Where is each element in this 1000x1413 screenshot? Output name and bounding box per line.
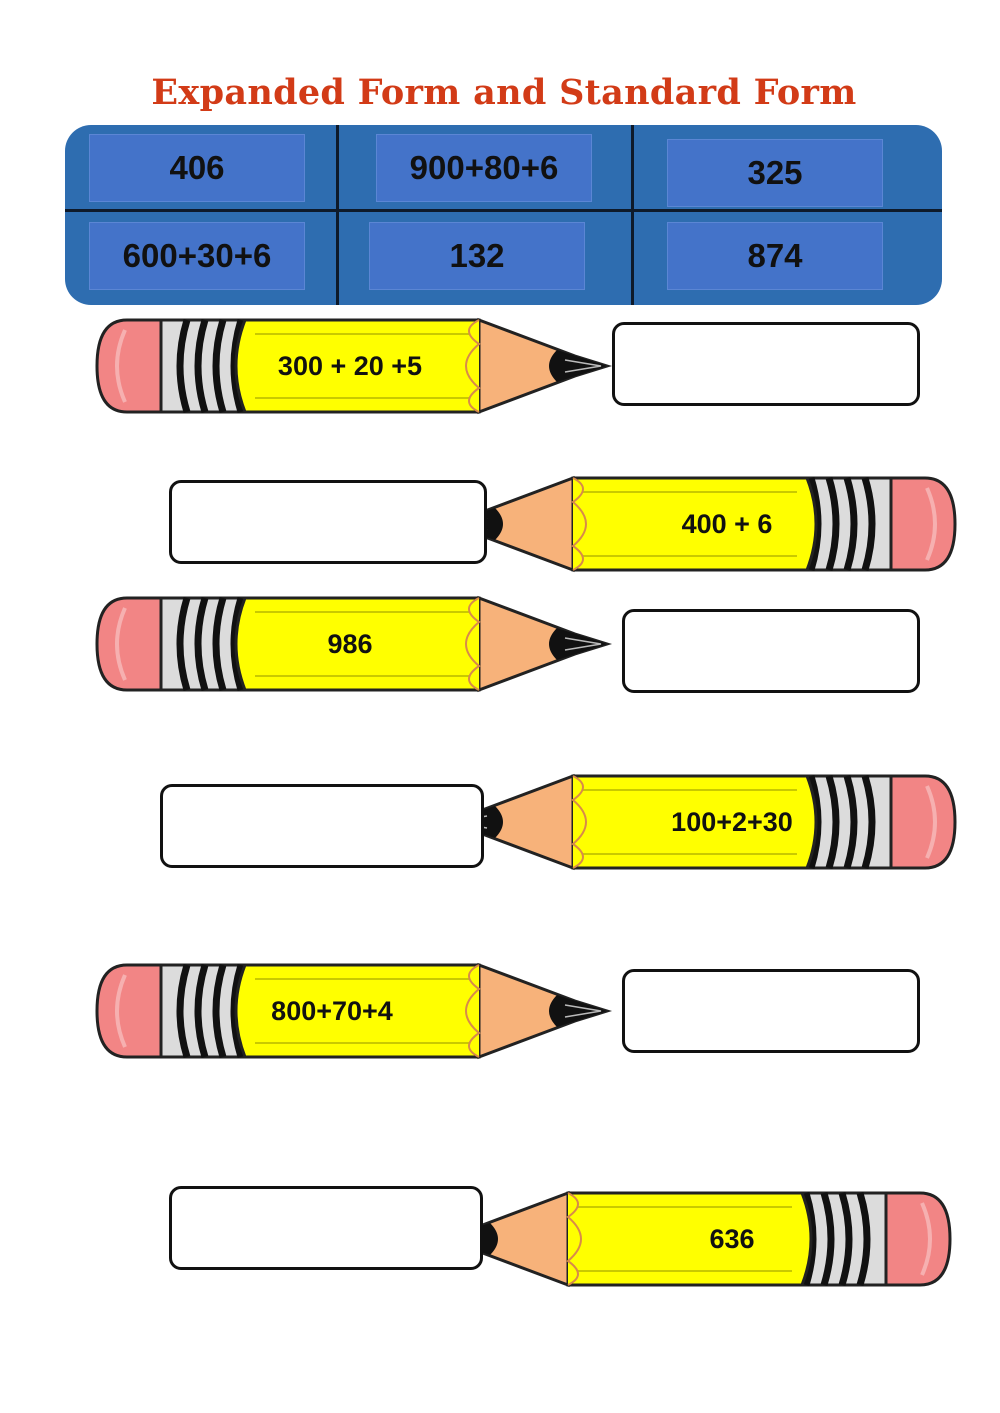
pencil-question: 636 xyxy=(432,1189,952,1289)
answer-bank: 406 900+80+6 325 600+30+6 132 874 xyxy=(65,125,942,305)
answer-box[interactable] xyxy=(622,969,920,1053)
pencil-question: 800+70+4 xyxy=(95,961,615,1061)
answer-box[interactable] xyxy=(160,784,484,868)
answer-tile[interactable]: 325 xyxy=(667,139,883,207)
answer-tile[interactable]: 874 xyxy=(667,222,883,290)
bank-divider xyxy=(336,125,339,305)
answer-box[interactable] xyxy=(622,609,920,693)
pencil-label: 636 xyxy=(709,1223,755,1254)
answer-box[interactable] xyxy=(169,480,487,564)
page-title: Expanded Form and Standard Form xyxy=(151,72,857,113)
pencil-label: 400 + 6 xyxy=(681,508,773,539)
pencil-label: 800+70+4 xyxy=(271,995,393,1026)
pencil-label: 300 + 20 +5 xyxy=(277,350,423,381)
answer-tile[interactable]: 600+30+6 xyxy=(89,222,305,290)
answer-box[interactable] xyxy=(169,1186,483,1270)
pencil-question: 986 xyxy=(95,594,615,694)
pencil-question: 300 + 20 +5 xyxy=(95,316,615,416)
pencil-question: 400 + 6 xyxy=(437,474,957,574)
bank-divider xyxy=(65,209,942,212)
pencil-question: 100+2+30 xyxy=(437,772,957,872)
bank-divider xyxy=(631,125,634,305)
answer-tile[interactable]: 900+80+6 xyxy=(376,134,592,202)
answer-box[interactable] xyxy=(612,322,920,406)
pencil-label: 986 xyxy=(327,628,373,659)
pencil-label: 100+2+30 xyxy=(671,806,793,837)
answer-tile[interactable]: 132 xyxy=(369,222,585,290)
answer-tile[interactable]: 406 xyxy=(89,134,305,202)
